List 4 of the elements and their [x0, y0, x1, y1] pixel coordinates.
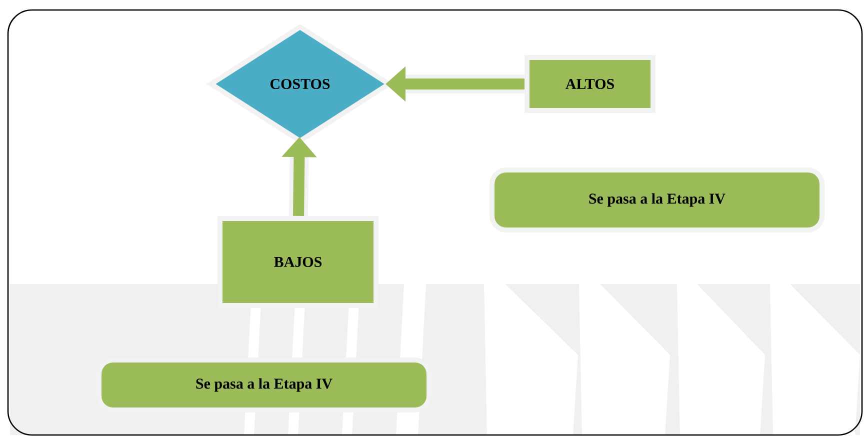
rounded-box: Se pasa a la Etapa IV	[490, 167, 824, 232]
process-box: ALTOS	[524, 54, 656, 113]
rounded-box: Se pasa a la Etapa IV	[96, 357, 432, 412]
process-box: BAJOS	[218, 216, 378, 308]
